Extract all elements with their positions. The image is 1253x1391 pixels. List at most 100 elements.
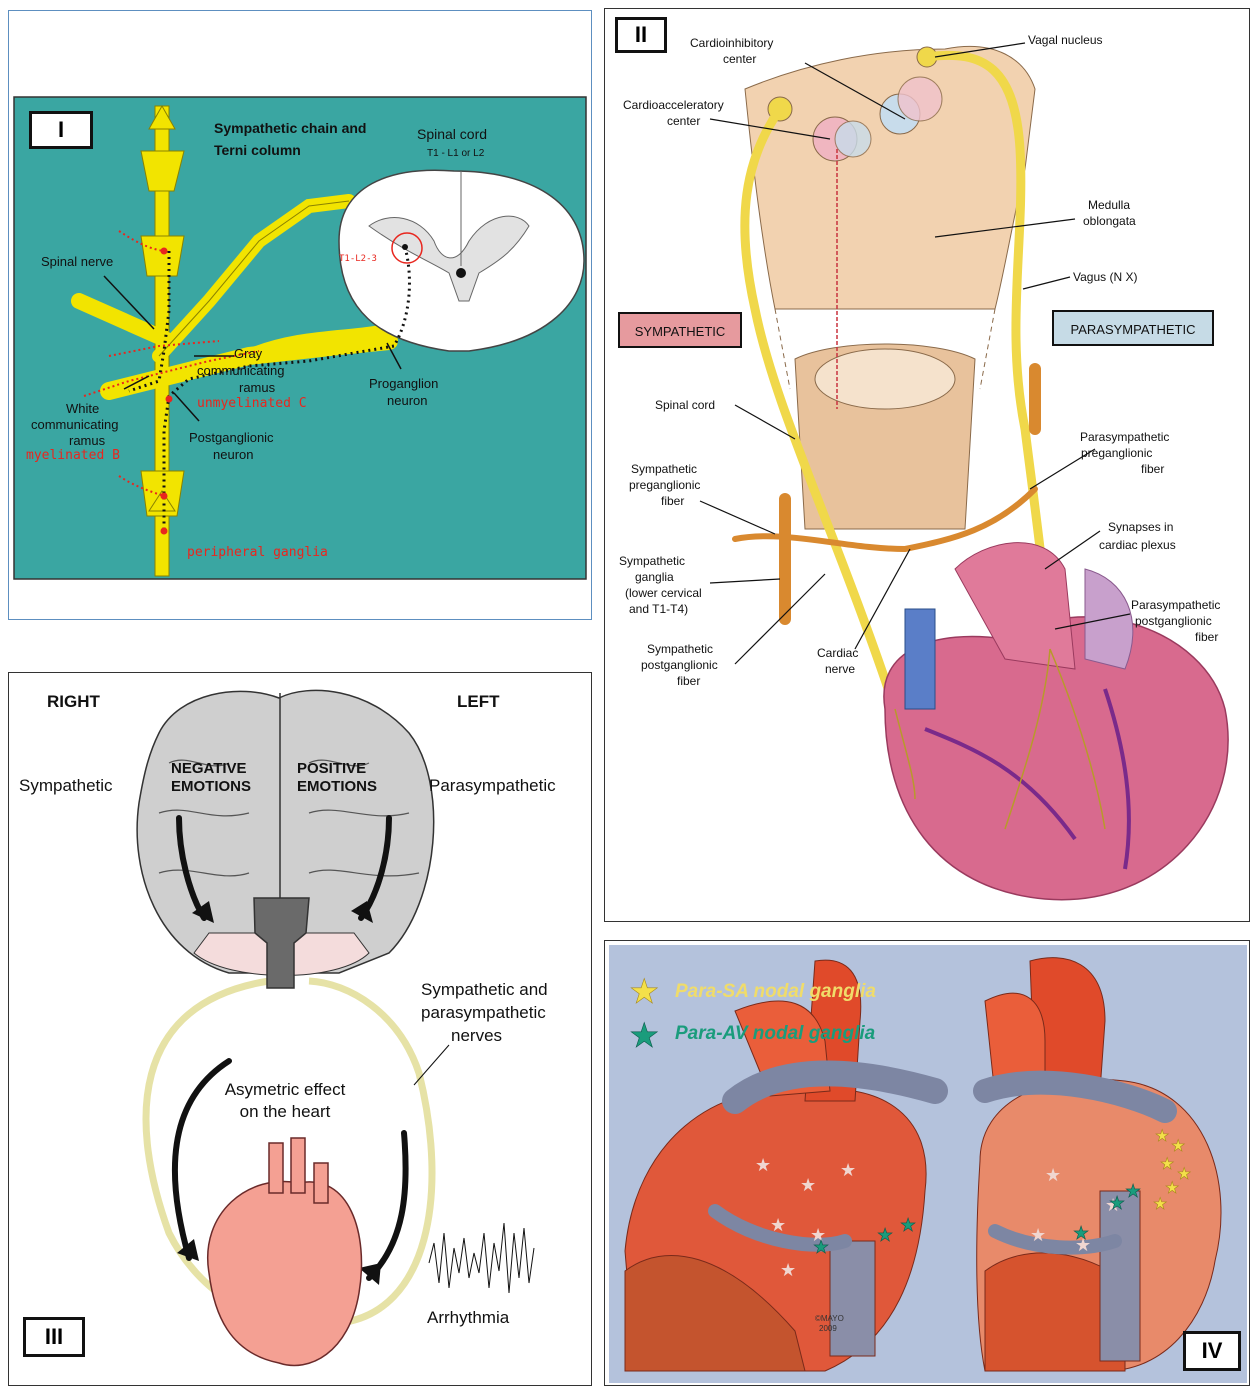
symp-ganglia-label-4: and T1-T4) <box>629 602 688 616</box>
spinal-nerve-label: Spinal nerve <box>41 254 113 269</box>
negative-label-1: NEGATIVE <box>171 760 247 777</box>
cardioinhibitory-label-1: Cardioinhibitory <box>690 36 773 50</box>
medulla-label-2: oblongata <box>1083 214 1136 228</box>
cardioinhibitory-label-2: center <box>723 52 756 66</box>
t1-l2-label: T1-L2-3 <box>339 254 377 264</box>
svg-text:★: ★ <box>1171 1138 1185 1155</box>
para-av-legend: Para-AV nodal ganglia <box>675 1023 876 1044</box>
parasympathetic-box-label: PARASYMPATHETIC <box>1071 322 1196 337</box>
asymmetric-label-2: on the heart <box>240 1102 331 1121</box>
svg-text:★: ★ <box>877 1225 893 1245</box>
nerves-label-2: parasympathetic <box>421 1003 546 1022</box>
postganglionic-label-1: Postganglionic <box>189 430 274 445</box>
spinal-cord-range: T1 - L1 or L2 <box>427 148 485 159</box>
panel-3-roman-label: III <box>23 1317 85 1357</box>
symp-ganglia-label-1: Sympathetic <box>619 554 685 568</box>
synapses-label-1: Synapses in <box>1108 520 1173 534</box>
synapses-label-2: cardiac plexus <box>1099 538 1176 552</box>
nerves-label-1: Sympathetic and <box>421 980 548 999</box>
svg-text:★: ★ <box>1155 1128 1169 1145</box>
nerves-label-3: nerves <box>451 1026 502 1045</box>
white-ramus-label-3: ramus <box>69 433 106 448</box>
arrhythmia-label: Arrhythmia <box>427 1308 510 1327</box>
sympathetic-label: Sympathetic <box>19 776 113 795</box>
white-ramus-label-1: White <box>66 401 99 416</box>
vagal-nucleus-label: Vagal nucleus <box>1028 33 1103 47</box>
svg-text:★: ★ <box>755 1155 771 1175</box>
unmyelinated-label: unmyelinated C <box>197 396 307 411</box>
svg-text:★: ★ <box>780 1260 796 1280</box>
para-sa-legend: Para-SA nodal ganglia <box>675 981 876 1002</box>
panel-1: Sympathetic chain and Terni column Spina… <box>8 10 592 620</box>
panel-1-roman-label: I <box>29 111 93 149</box>
peripheral-ganglia-label: peripheral ganglia <box>187 545 328 560</box>
panel-3: RIGHT LEFT Sympathetic Parasympathetic N… <box>8 672 592 1386</box>
arrhythmia-trace <box>429 1223 534 1293</box>
sympathetic-box-label: SYMPATHETIC <box>635 324 726 339</box>
mayo-copyright-2: 2009 <box>819 1324 837 1333</box>
svg-text:★: ★ <box>1160 1156 1174 1173</box>
cardioacceleratory-label-1: Cardioacceleratory <box>623 98 724 112</box>
panel-1-diagram: Sympathetic chain and Terni column Spina… <box>9 11 593 621</box>
spinal-cord-label-2: Spinal cord <box>655 398 715 412</box>
asymmetric-label-1: Asymetric effect <box>225 1080 346 1099</box>
para-pre-label-3: fiber <box>1141 462 1164 476</box>
svg-text:★: ★ <box>1030 1225 1046 1245</box>
para-post-label-3: fiber <box>1195 630 1218 644</box>
heart-illustration <box>884 543 1228 900</box>
panel-4-diagram: ★ ★ ★ ★ ★ ★ ★ ★ ★ ★ ★ ★ ★ ★ ★ ★ ★ ★ ★ ★ … <box>605 941 1251 1387</box>
svg-text:★: ★ <box>770 1215 786 1235</box>
symp-post-label-2: postganglionic <box>641 658 718 672</box>
cardioacceleratory-label-2: center <box>667 114 700 128</box>
svg-text:★: ★ <box>1045 1165 1061 1185</box>
parasympathetic-label: Parasympathetic <box>429 776 556 795</box>
proganglion-label-1: Proganglion <box>369 376 438 391</box>
vagus-label: Vagus (N X) <box>1073 270 1137 284</box>
para-post-label-2: postganglionic <box>1135 614 1212 628</box>
symp-ganglia-label-2: ganglia <box>635 570 674 584</box>
right-label: RIGHT <box>47 692 101 711</box>
spinal-cord-label: Spinal cord <box>417 126 487 142</box>
svg-text:★: ★ <box>900 1215 916 1235</box>
symp-post-label-1: Sympathetic <box>647 642 713 656</box>
chain-title-line1: Sympathetic chain and <box>214 120 366 136</box>
svg-text:★: ★ <box>1109 1193 1125 1213</box>
symp-pre-label-3: fiber <box>661 494 684 508</box>
svg-text:★: ★ <box>1073 1223 1089 1243</box>
symp-pre-label-2: preganglionic <box>629 478 700 492</box>
proganglion-label-2: neuron <box>387 393 427 408</box>
panel-2-diagram: Cardioinhibitory center Vagal nucleus Ca… <box>605 9 1251 923</box>
heart-drawing <box>208 1138 362 1365</box>
myelinated-label: myelinated B <box>26 448 120 463</box>
svg-text:★: ★ <box>840 1160 856 1180</box>
gray-ramus-label-2: communicating <box>197 363 284 378</box>
panel-2-roman-label: II <box>615 17 667 53</box>
white-ramus-label-2: communicating <box>31 417 118 432</box>
postganglionic-label-2: neuron <box>213 447 253 462</box>
panel-2: Cardioinhibitory center Vagal nucleus Ca… <box>604 8 1250 922</box>
svg-text:★: ★ <box>1153 1196 1167 1213</box>
positive-label-1: POSITIVE <box>297 760 366 777</box>
symp-post-label-3: fiber <box>677 674 700 688</box>
negative-label-2: EMOTIONS <box>171 778 251 795</box>
para-pre-label-2: preganglionic <box>1081 446 1152 460</box>
gray-ramus-label-3: ramus <box>239 380 276 395</box>
symp-pre-label-1: Sympathetic <box>631 462 697 476</box>
panel-3-diagram: RIGHT LEFT Sympathetic Parasympathetic N… <box>9 673 593 1387</box>
svg-text:★: ★ <box>813 1237 829 1257</box>
cardiac-nerve-label-1: Cardiac <box>817 646 858 660</box>
chain-title-line2: Terni column <box>214 142 301 158</box>
symp-ganglia-label-3: (lower cervical <box>625 586 702 600</box>
panel-4: ★ ★ ★ ★ ★ ★ ★ ★ ★ ★ ★ ★ ★ ★ ★ ★ ★ ★ ★ ★ … <box>604 940 1250 1386</box>
av-legend-star: ★ <box>629 1017 659 1055</box>
left-label: LEFT <box>457 692 500 711</box>
positive-label-2: EMOTIONS <box>297 778 377 795</box>
svg-text:★: ★ <box>1165 1180 1179 1197</box>
gray-ramus-label-1: Gray <box>234 346 263 361</box>
mayo-copyright-1: ©MAYO <box>815 1314 844 1323</box>
svg-text:★: ★ <box>800 1175 816 1195</box>
para-pre-label-1: Parasympathetic <box>1080 430 1169 444</box>
panel-4-roman-label: IV <box>1183 1331 1241 1371</box>
sa-legend-star: ★ <box>629 973 659 1011</box>
medulla-label-1: Medulla <box>1088 198 1130 212</box>
